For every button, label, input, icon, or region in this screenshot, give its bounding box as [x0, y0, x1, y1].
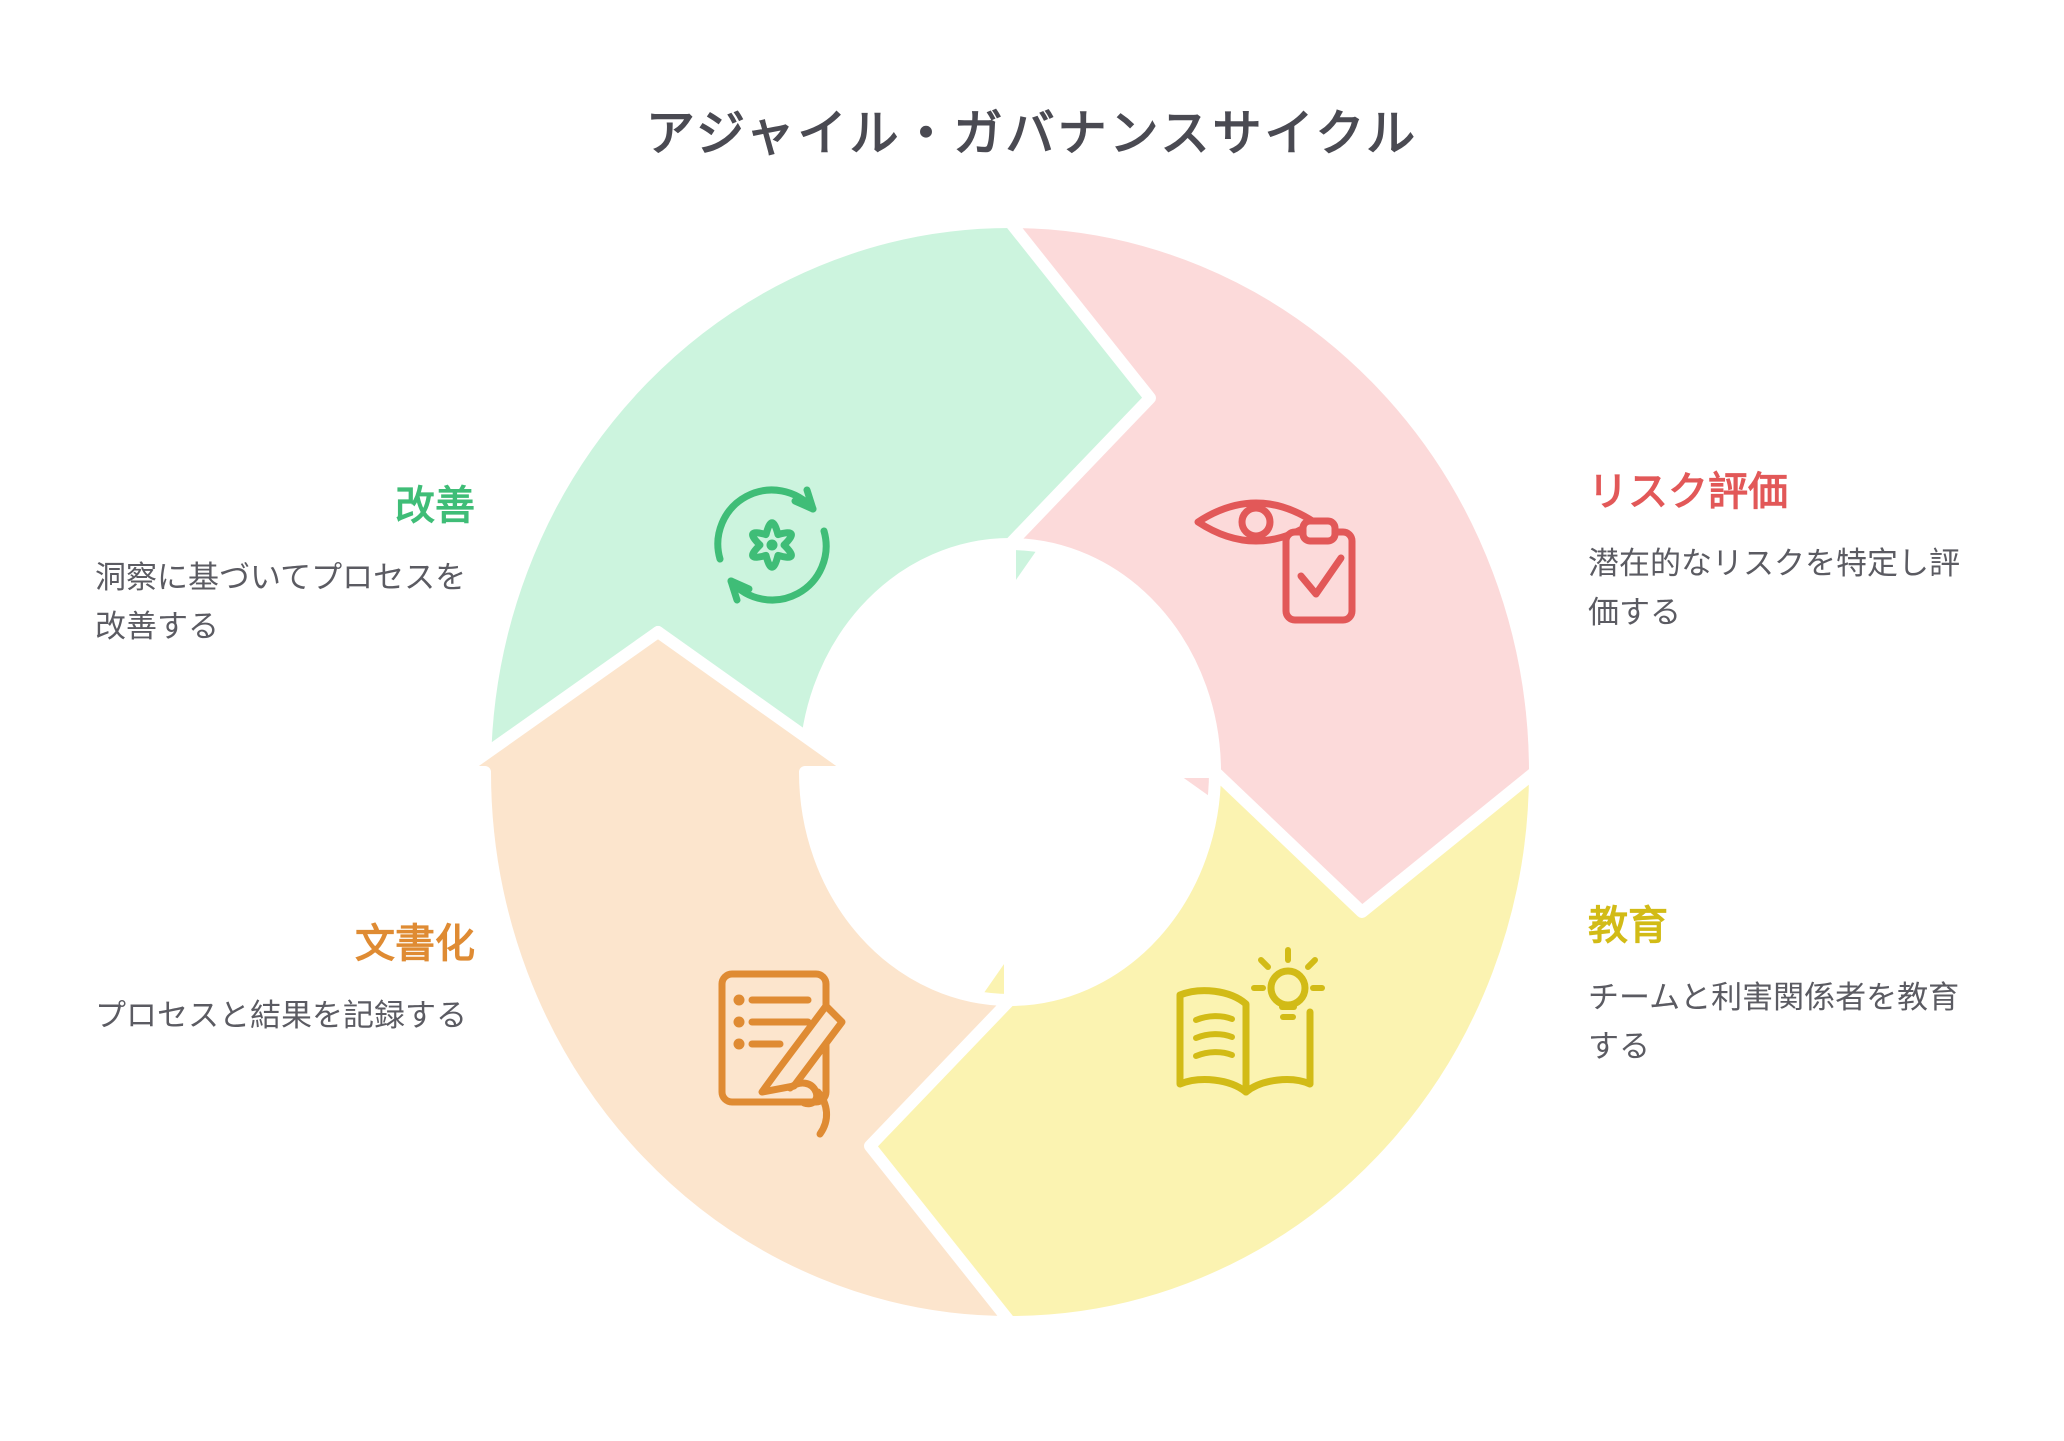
segment-improvement [479, 191, 1156, 778]
step-label-documentation: 文書化 [355, 922, 475, 966]
page-title: アジャイル・ガバナンスサイクル [645, 107, 1419, 161]
step-block-risk-assessment: リスク評価 潜在的なリスクを特定し評価する [1588, 468, 1988, 638]
step-label-education: 教育 [1588, 904, 1668, 948]
refresh-gear-icon [714, 486, 830, 604]
step-label-improvement: 改善 [395, 484, 475, 528]
eye-clipboard-check-icon [1194, 499, 1356, 624]
open-book-lightbulb-icon [1176, 947, 1325, 1096]
step-description-risk-assessment: 潜在的なリスクを特定し評価する [1588, 546, 1960, 630]
step-label-risk-assessment: リスク評価 [1588, 470, 1788, 514]
step-block-improvement: 改善 洞察に基づいてプロセスを改善する [95, 482, 475, 652]
step-description-education: チームと利害関係者を教育する [1588, 980, 1960, 1064]
step-block-documentation: 文書化 プロセスと結果を記録する [95, 920, 475, 1041]
step-block-education: 教育 チームと利害関係者を教育する [1588, 902, 1988, 1072]
step-description-improvement: 洞察に基づいてプロセスを改善する [95, 560, 467, 644]
step-description-documentation: プロセスと結果を記録する [95, 998, 467, 1033]
document-pen-hand-icon [718, 970, 846, 1138]
